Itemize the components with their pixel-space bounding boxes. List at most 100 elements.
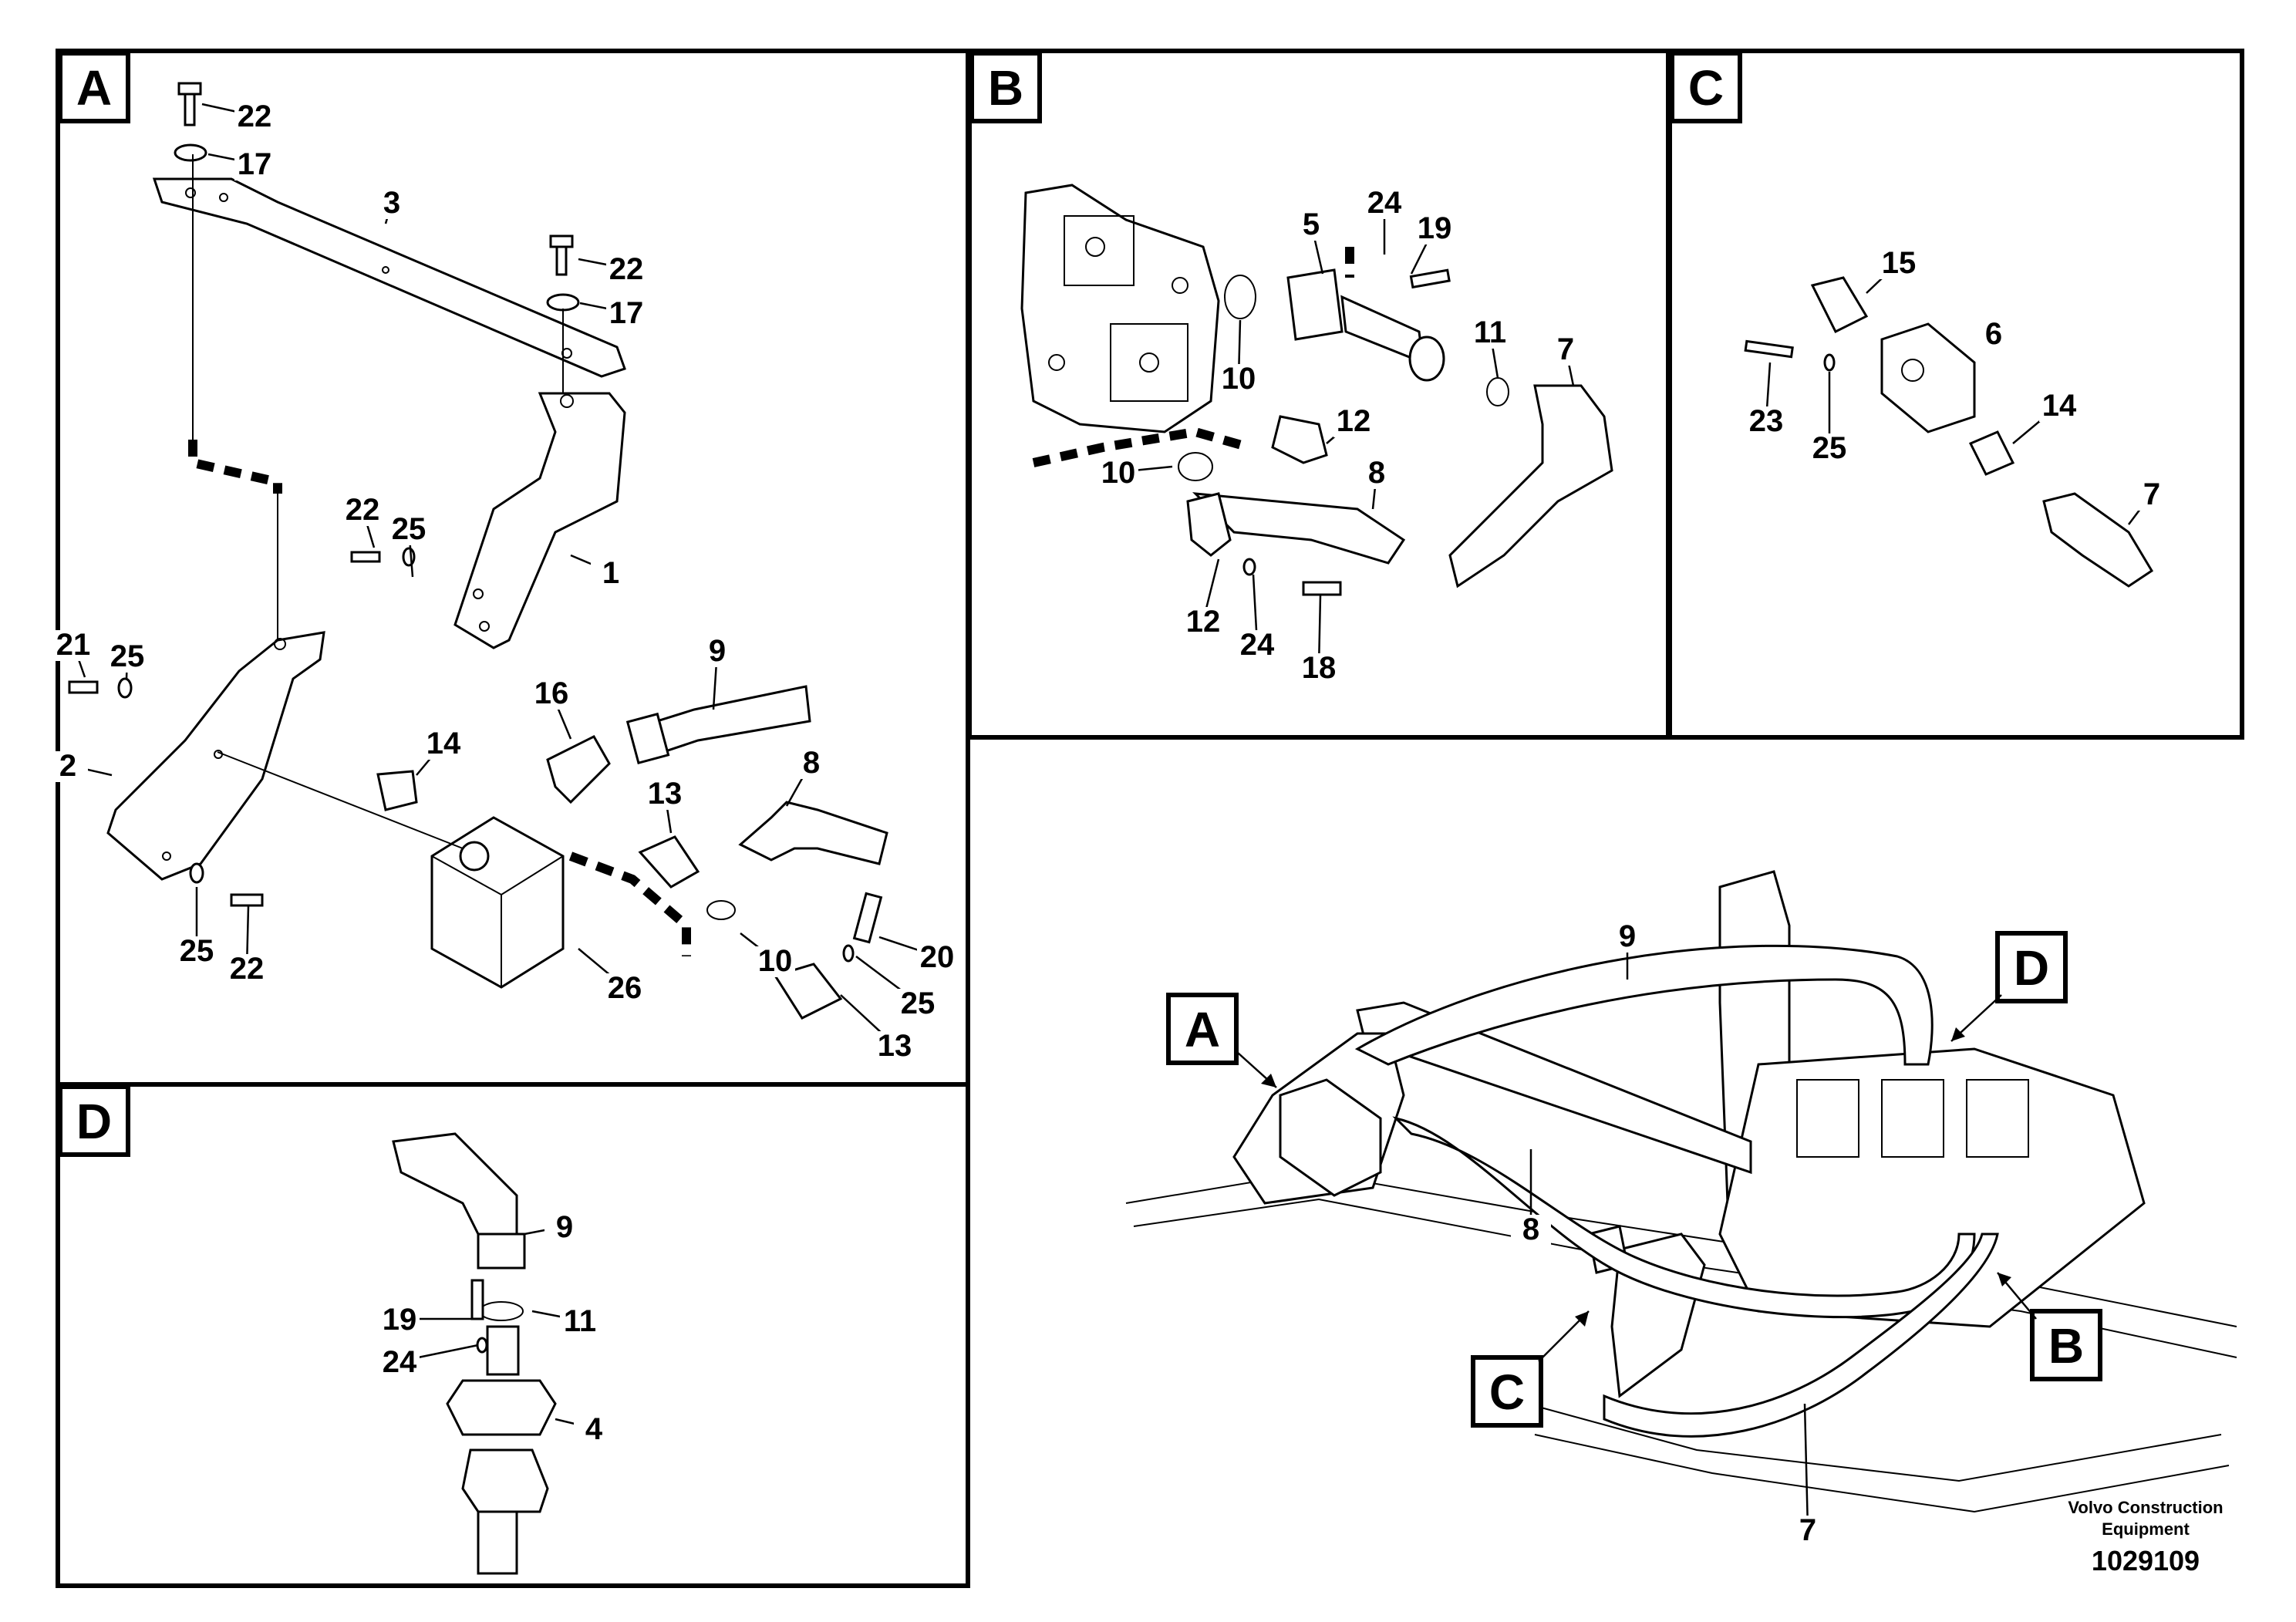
callout-number: 24 (1240, 628, 1275, 662)
callout-number-backing (606, 298, 646, 329)
callout-leader (1803, 1403, 1809, 1530)
callout-number: 14 (426, 727, 461, 760)
callout-number: 10 (1222, 362, 1256, 396)
overview-label-a: A (1166, 993, 1277, 1088)
callout-number-backing (379, 1347, 420, 1378)
callout-number: 17 (609, 296, 644, 330)
callout-number-backing (1219, 364, 1259, 395)
callout-number-backing (1183, 607, 1223, 638)
callout-number-backing (177, 936, 217, 967)
callout-number: 21 (56, 628, 91, 662)
callout-number-backing (234, 102, 275, 133)
doc-number: 1029109 (2092, 1545, 2200, 1576)
callout-number: 24 (383, 1345, 417, 1379)
callout-number: 26 (608, 971, 642, 1005)
callout-number: 11 (564, 1304, 596, 1338)
callout-number: 23 (1749, 404, 1784, 438)
callout-number-backing (1974, 319, 2014, 350)
callout-number: 13 (648, 777, 683, 811)
callout-number: 17 (238, 147, 272, 181)
svg-text:C: C (1688, 60, 1724, 116)
callout-number-backing (342, 495, 383, 526)
callout-number: 9 (709, 634, 726, 668)
callout-number: 6 (1985, 317, 2002, 351)
panel-c-frame (1667, 49, 2244, 740)
callout-number-backing (1470, 318, 1510, 349)
svg-text:B: B (2048, 1318, 2084, 1374)
callout-number-backing (560, 1307, 600, 1337)
callout-number: 14 (2042, 389, 2077, 423)
callout-number: 8 (1522, 1212, 1539, 1246)
callout-number-backing (591, 558, 631, 589)
callout-number: 4 (585, 1412, 603, 1446)
footer: Volvo Construction Equipment 1029109 (2068, 1498, 2223, 1576)
panel-d-drawing (392, 1132, 557, 1575)
callout-number-backing (697, 636, 737, 667)
svg-text:D: D (76, 1094, 112, 1149)
callout-number-backing (544, 1212, 585, 1243)
callout-number-backing (2039, 391, 2079, 422)
callout-number: 25 (901, 986, 936, 1020)
panel-a-drawing (68, 82, 888, 1020)
callout-number-backing (1746, 406, 1786, 437)
panel-b-label: B (969, 51, 1042, 123)
callout-number: 7 (1557, 332, 1574, 366)
callout-number: 16 (534, 676, 569, 710)
brand-line-2: Equipment (2102, 1519, 2190, 1539)
callout-number-backing (1607, 922, 1647, 953)
callout-number-backing (227, 954, 267, 985)
callout-number: 25 (110, 639, 145, 673)
callout-number: 25 (180, 934, 214, 968)
callout-number: 7 (1799, 1513, 1816, 1547)
callout-number-backing (1357, 458, 1397, 489)
callout-number: 22 (238, 99, 272, 133)
callout-number: 2 (59, 749, 76, 783)
overview-label-b: B (1997, 1272, 2102, 1381)
callout-number-backing (379, 1305, 420, 1336)
callout-number: 9 (556, 1210, 573, 1244)
svg-text:A: A (76, 60, 112, 116)
callout-number-backing (875, 1031, 915, 1062)
callout-number-backing (1511, 1215, 1551, 1246)
callout-number: 11 (1474, 315, 1506, 349)
callout-number-backing (898, 989, 938, 1020)
callout-number-backing (574, 1415, 614, 1445)
callout-number-backing (755, 946, 795, 977)
callout-number-backing (48, 751, 88, 782)
svg-text:D: D (2014, 940, 2049, 996)
callout-number-backing (1414, 214, 1455, 244)
callout-number-backing (1809, 433, 1849, 464)
callout-number: 7 (2143, 477, 2160, 511)
callout-number: 10 (1101, 456, 1136, 490)
callout-number: 8 (803, 746, 820, 780)
callout-number-backing (605, 973, 645, 1004)
callout-number: 22 (230, 952, 265, 986)
callout-number-backing (53, 630, 93, 661)
callout-number: 1 (602, 556, 619, 590)
svg-text:B: B (988, 60, 1023, 116)
callout-number-backing (1291, 210, 1331, 241)
panel-c-label: C (1670, 51, 1742, 123)
callout-number-backing (1299, 653, 1339, 684)
callout-number-backing (1788, 1516, 1828, 1546)
overview-label-d: D (1950, 931, 2068, 1042)
callout-number-backing (372, 188, 412, 219)
callout-number: 22 (346, 493, 380, 527)
callout-number: 5 (1303, 207, 1320, 241)
callout-number-backing (606, 255, 646, 285)
callout-number: 24 (1367, 186, 1402, 220)
callout-number: 9 (1619, 919, 1636, 953)
callout-number-backing (107, 642, 147, 673)
callout-number-backing (423, 729, 464, 760)
panel-c-drawing (1744, 276, 2154, 588)
callout-number: 20 (920, 940, 955, 974)
svg-text:C: C (1489, 1364, 1525, 1420)
callout-number-backing (531, 679, 571, 710)
callout-number: 13 (878, 1029, 912, 1063)
callout-number: 25 (1812, 431, 1847, 465)
callout-number: 12 (1337, 404, 1371, 438)
panel-a-label: A (58, 51, 130, 123)
callout-number-backing (645, 779, 685, 810)
